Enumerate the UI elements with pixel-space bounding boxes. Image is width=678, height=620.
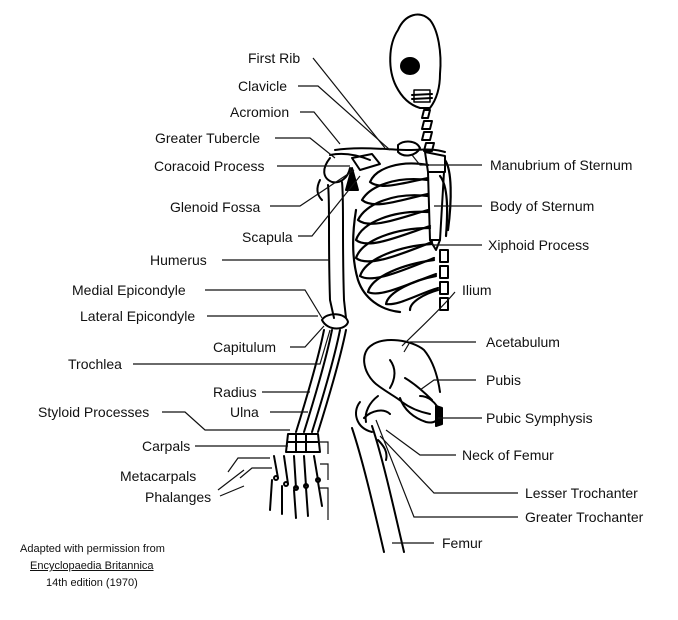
label-glenoid-fossa: Glenoid Fossa xyxy=(170,199,261,215)
label-ulna: Ulna xyxy=(230,404,259,420)
label-greater-tubercle: Greater Tubercle xyxy=(155,130,261,146)
pelvis xyxy=(355,338,443,433)
femur-bone xyxy=(351,409,405,553)
label-lateral-epicondyle: Lateral Epicondyle xyxy=(80,308,196,324)
label-humerus: Humerus xyxy=(150,252,207,268)
sternum xyxy=(424,151,446,251)
label-ilium: Ilium xyxy=(462,282,492,298)
label-acetabulum: Acetabulum xyxy=(486,334,560,350)
label-pubis: Pubis xyxy=(486,372,522,388)
label-pubic-symphysis: Pubic Symphysis xyxy=(486,410,593,426)
label-coracoid-process: Coracoid Process xyxy=(154,158,265,174)
label-first-rib: First Rib xyxy=(248,50,301,66)
label-phalanges: Phalanges xyxy=(145,489,212,505)
label-neck-of-femur: Neck of Femur xyxy=(462,447,554,463)
label-body-of-sternum: Body of Sternum xyxy=(490,198,595,214)
shoulder-girdle xyxy=(316,140,446,201)
forearm-bones xyxy=(295,329,347,433)
label-greater-trochanter: Greater Trochanter xyxy=(525,509,644,525)
label-scapula: Scapula xyxy=(242,229,293,245)
label-trochlea: Trochlea xyxy=(68,356,122,372)
credit-line-2: Encyclopaedia Britannica xyxy=(30,560,154,572)
label-acromion: Acromion xyxy=(230,104,290,120)
ribcage xyxy=(352,158,452,314)
label-styloid-processes: Styloid Processes xyxy=(38,404,150,420)
label-carpals: Carpals xyxy=(142,438,191,454)
credit-line-1: Adapted with permission from xyxy=(20,543,165,555)
label-femur: Femur xyxy=(442,535,483,551)
skull xyxy=(389,13,442,109)
cervical-spine xyxy=(421,109,435,152)
credit-line-3: 14th edition (1970) xyxy=(46,577,138,589)
label-capitulum: Capitulum xyxy=(213,339,277,355)
label-radius: Radius xyxy=(213,384,257,400)
label-metacarpals: Metacarpals xyxy=(120,468,197,484)
leader-lines xyxy=(133,57,518,544)
label-lesser-trochanter: Lesser Trochanter xyxy=(525,485,638,501)
label-clavicle: Clavicle xyxy=(238,78,288,94)
label-xiphoid-process: Xiphoid Process xyxy=(488,237,590,253)
lumbar-spine xyxy=(439,249,449,311)
label-medial-epicondyle: Medial Epicondyle xyxy=(72,282,186,298)
label-manubrium: Manubrium of Sternum xyxy=(490,157,633,173)
humerus-bone xyxy=(321,181,349,330)
